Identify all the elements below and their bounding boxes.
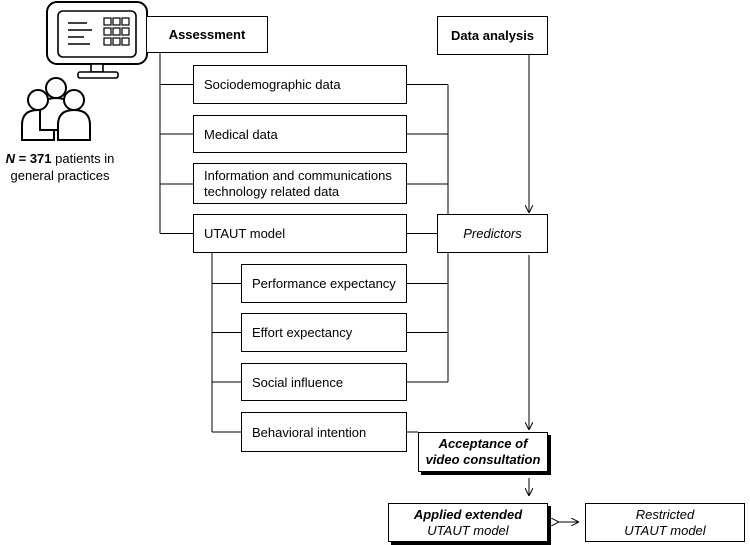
caption-line1: patients in xyxy=(51,151,115,166)
restricted-utaut-box: Restricted UTAUT model xyxy=(585,503,745,542)
effort-label: Effort expectancy xyxy=(252,325,353,340)
predictors-box: Predictors xyxy=(437,214,548,253)
data-analysis-label: Data analysis xyxy=(450,28,535,43)
n-label: N xyxy=(5,151,15,166)
restricted-line1: Restricted xyxy=(635,506,695,522)
n-value: = 371 xyxy=(15,151,52,166)
medical-data-box: Medical data xyxy=(193,115,407,153)
performance-label: Performance expectancy xyxy=(252,276,396,291)
sociodemographic-data-box: Sociodemographic data xyxy=(193,65,407,104)
ict-data-box: Information and communications technolog… xyxy=(193,163,407,204)
applied-line1: Applied extended xyxy=(413,506,523,522)
applied-extended-utaut-box: Applied extended UTAUT model xyxy=(388,503,548,542)
assessment-header: Assessment xyxy=(146,16,268,53)
acceptance-box: Acceptance of video consultation xyxy=(418,432,548,472)
acceptance-line1: Acceptance of xyxy=(438,436,528,451)
acceptance-line2: video consultation xyxy=(425,452,541,467)
assessment-label: Assessment xyxy=(168,27,246,42)
predictors-label: Predictors xyxy=(463,226,522,241)
computer-monitor-icon xyxy=(46,1,148,79)
applied-line2: UTAUT model xyxy=(427,522,509,538)
sample-caption: N = 371 patients in general practices xyxy=(0,150,120,184)
restricted-line2: UTAUT model xyxy=(624,522,706,538)
ict-label-line1: Information and communications xyxy=(204,167,392,183)
utaut-model-label: UTAUT model xyxy=(204,226,286,241)
ict-label-line2: technology related data xyxy=(204,183,340,199)
caption-line2: general practices xyxy=(10,168,110,183)
behavioral-intention-box: Behavioral intention xyxy=(241,412,407,452)
medical-label: Medical data xyxy=(204,126,278,142)
utaut-model-box: UTAUT model xyxy=(193,214,407,253)
social-influence-box: Social influence xyxy=(241,363,407,401)
intention-label: Behavioral intention xyxy=(252,424,367,440)
patients-group-icon xyxy=(21,77,91,141)
performance-expectancy-box: Performance expectancy xyxy=(241,264,407,303)
sociodemographic-label: Sociodemographic data xyxy=(204,77,341,92)
data-analysis-header: Data analysis xyxy=(437,16,548,55)
social-label: Social influence xyxy=(252,374,344,390)
effort-expectancy-box: Effort expectancy xyxy=(241,313,407,352)
